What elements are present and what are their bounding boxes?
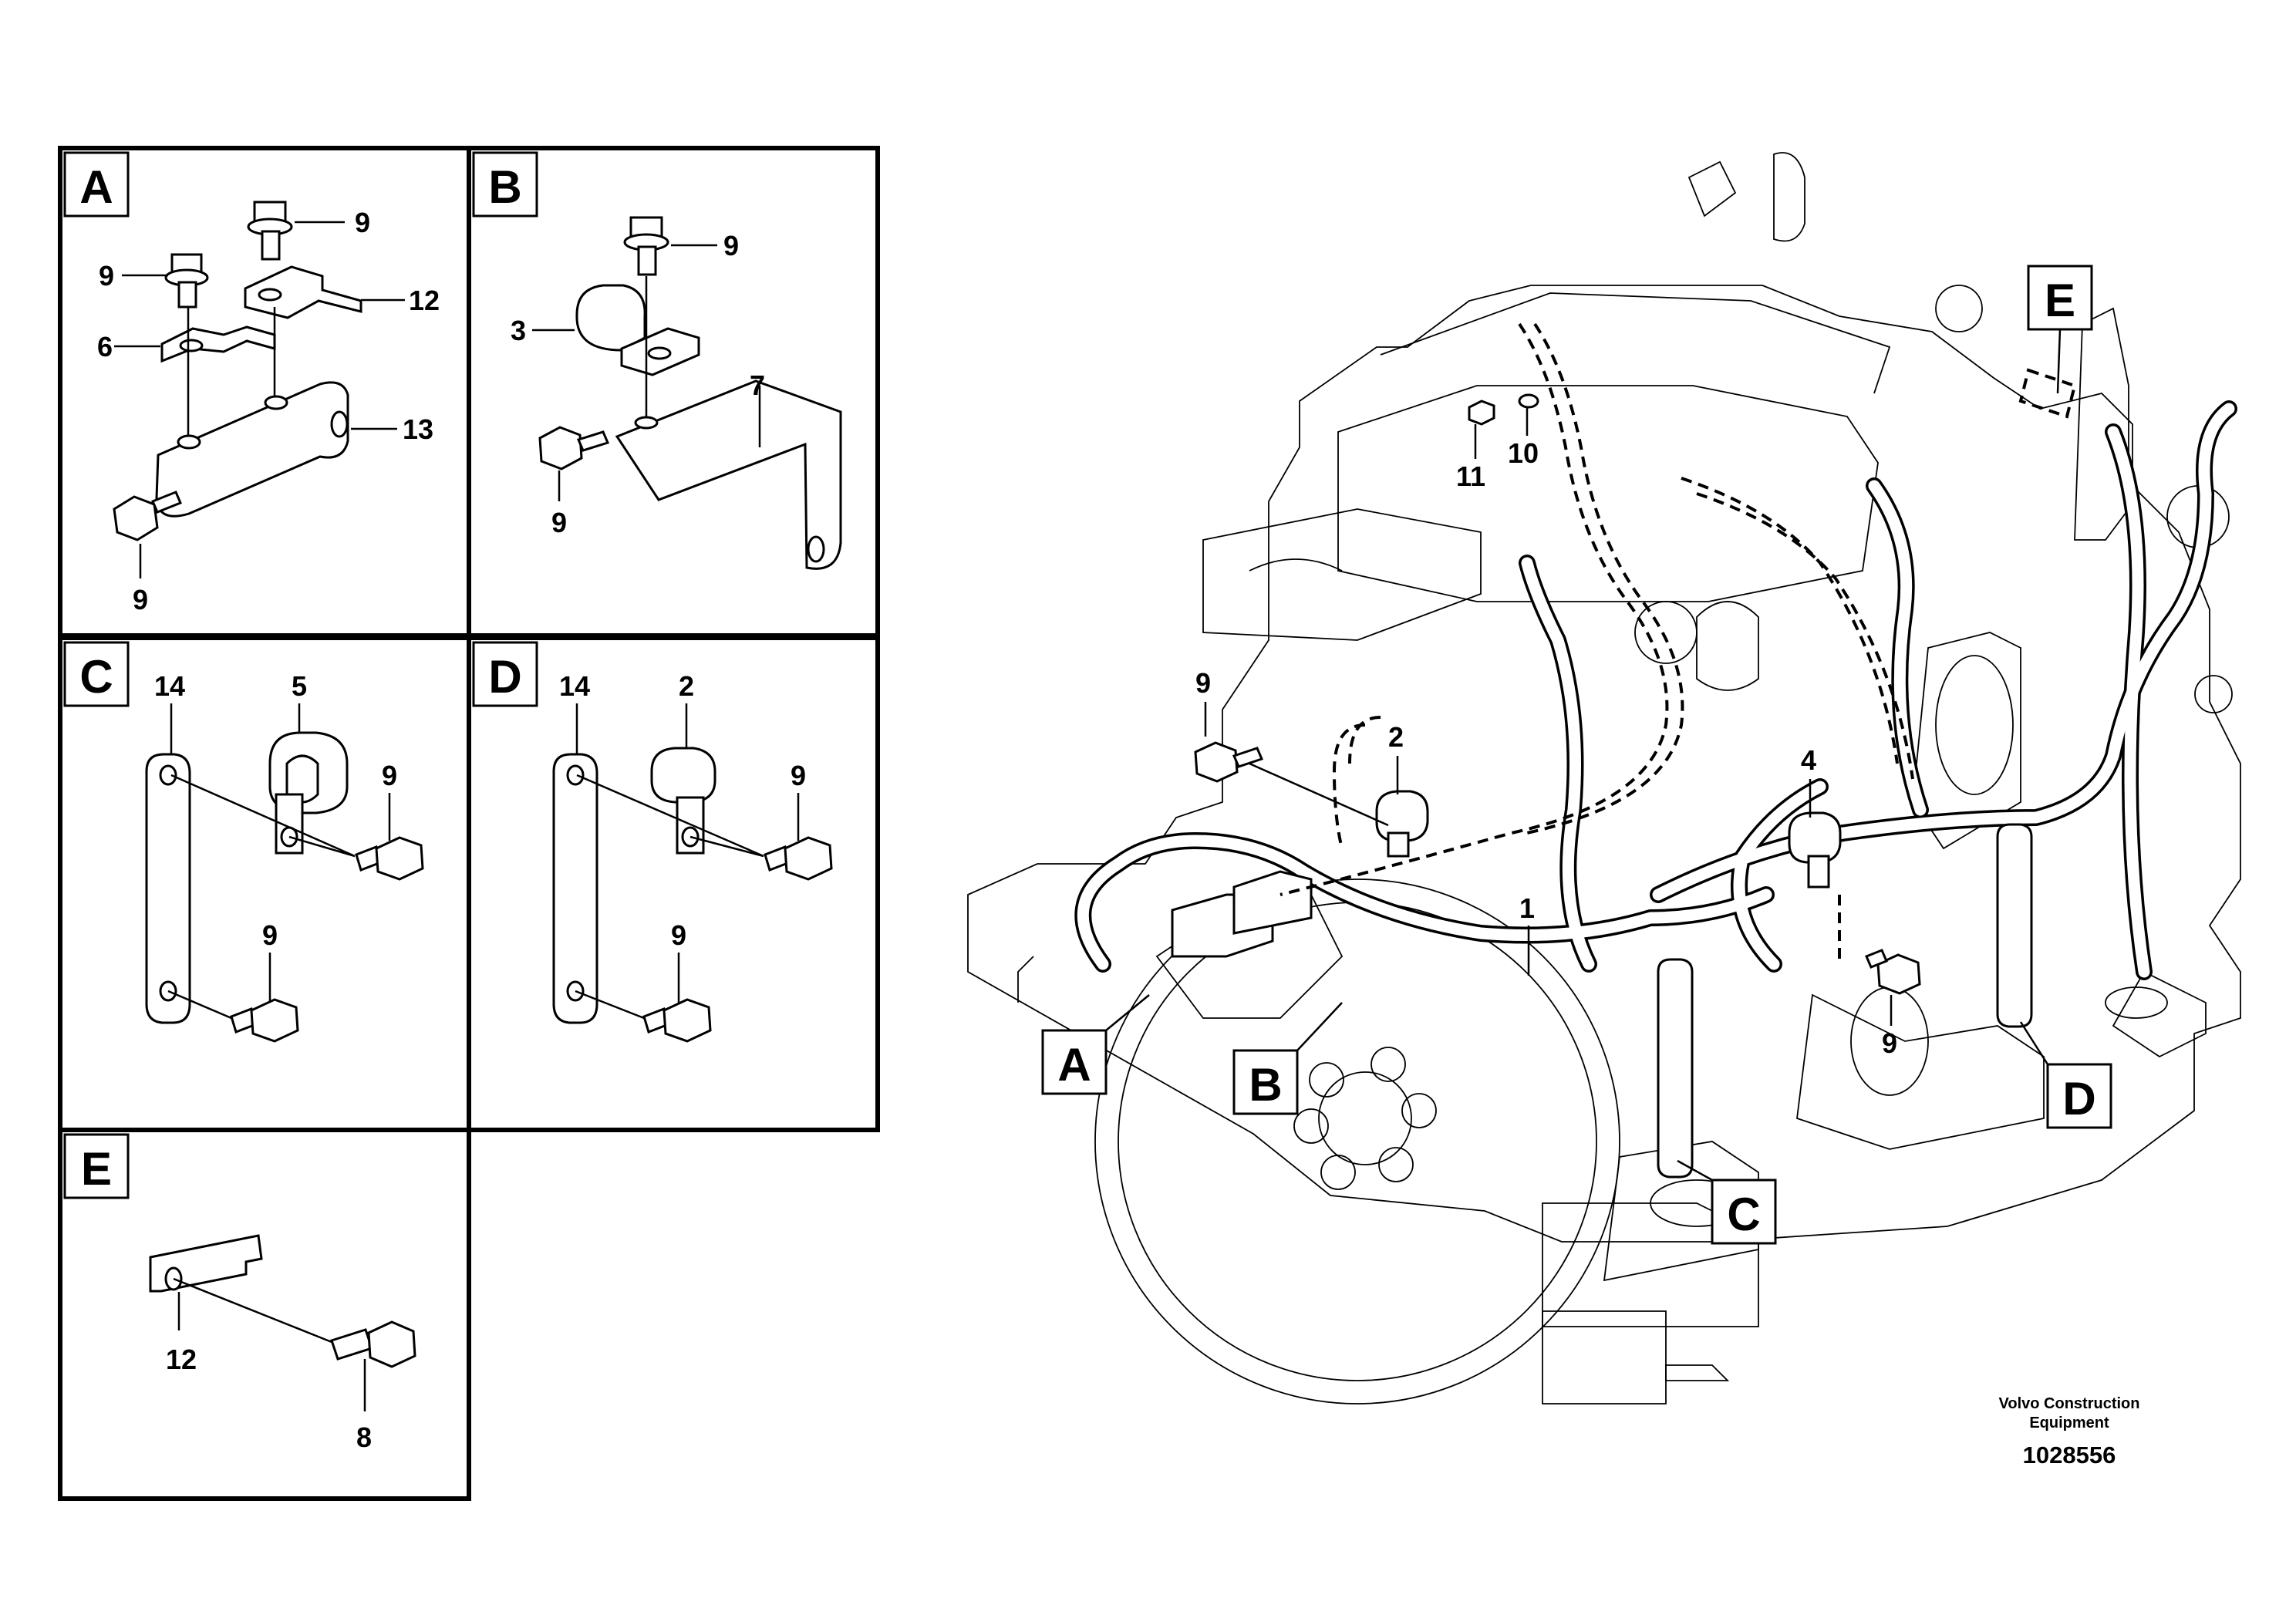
panel-a-letter: A	[79, 161, 113, 213]
panel-b-letter: B	[488, 161, 521, 213]
main-callout: 9	[1195, 667, 1211, 699]
panel-c-callout: 5	[292, 670, 307, 702]
panel-d-callout: 9	[671, 919, 686, 951]
hidden-harness-runs	[1279, 322, 2077, 964]
panel-a-callout: 9	[355, 207, 370, 238]
main-callout: 2	[1388, 721, 1404, 753]
panel-d-callout: 2	[679, 670, 694, 702]
main-callout: 4	[1801, 744, 1816, 776]
detail-label-b: B	[1232, 1002, 1343, 1115]
panel-e-callout: 8	[356, 1421, 372, 1453]
panel-b-callout: 9	[551, 507, 567, 538]
washer-icon	[1518, 393, 1539, 409]
panel-a-callout: 13	[403, 413, 433, 445]
bolt-icon	[623, 216, 669, 276]
panel-b-callout: 7	[750, 369, 765, 401]
panel-b: B 9 3 7 9	[467, 146, 880, 638]
panel-d-letter: D	[488, 651, 521, 703]
clamp-3-part	[575, 284, 700, 376]
detail-label-d: D	[2019, 1021, 2112, 1129]
main-callout: 11	[1456, 460, 1485, 492]
bolt-icon	[164, 253, 209, 309]
panel-d-callout: 14	[559, 670, 590, 702]
clamp-2-part	[1375, 790, 1429, 858]
panel-d-callout: 9	[791, 760, 806, 791]
svg-text:E: E	[2045, 275, 2075, 326]
clamp-2-part	[650, 747, 716, 855]
strap-14-part	[1996, 823, 2033, 1028]
brand-line-2: Equipment	[2029, 1415, 2109, 1431]
bracket-6-part	[160, 325, 276, 363]
bolt-icon	[355, 836, 424, 881]
bolt-icon	[330, 1320, 416, 1368]
drawing-number: 1028556	[2023, 1442, 2116, 1469]
svg-text:B: B	[1249, 1059, 1282, 1111]
svg-text:D: D	[2062, 1073, 2095, 1125]
panel-e: E 12 8	[58, 1128, 471, 1501]
engine-view: A B C D E 9 2 11 10	[967, 152, 2241, 1469]
strap-14-part	[145, 753, 191, 1024]
panel-e-letter: E	[81, 1143, 112, 1195]
detail-label-a: A	[1041, 994, 1150, 1095]
panel-a-callout: 9	[99, 260, 114, 292]
svg-text:A: A	[1057, 1039, 1091, 1091]
engine-block	[967, 152, 2241, 1404]
panel-a-callout: 9	[133, 584, 148, 615]
panel-c-callout: 14	[154, 670, 185, 702]
main-callout: 9	[1882, 1027, 1897, 1059]
panel-c-callout: 9	[262, 919, 278, 951]
clamp-4-part	[1788, 811, 1842, 889]
nut-icon	[1468, 400, 1495, 426]
strap-14-part	[552, 753, 598, 1024]
panel-c-letter: C	[79, 651, 113, 703]
panel-c-callout: 9	[382, 760, 397, 791]
bracket-12-part	[244, 265, 362, 319]
main-callout: 1	[1519, 892, 1535, 924]
bolt-icon	[1865, 949, 1921, 995]
bracket-7-part	[615, 379, 842, 570]
strap-14-part	[1657, 958, 1694, 1179]
panel-e-callout: 12	[166, 1344, 197, 1375]
panel-d: D 14 2 9 9	[467, 636, 880, 1132]
detail-label-e: E	[2027, 265, 2093, 394]
svg-text:C: C	[1727, 1189, 1760, 1240]
brand-line-1: Volvo Construction	[1999, 1395, 2140, 1412]
panel-b-callout: 9	[723, 230, 739, 261]
panel-a: A 9 9 12 6 13	[58, 146, 471, 638]
bar-13-part	[155, 381, 349, 518]
detail-label-c: C	[1677, 1159, 1777, 1245]
panel-a-callout: 6	[97, 331, 113, 363]
bolt-icon	[764, 836, 833, 881]
panel-b-callout: 3	[511, 315, 526, 346]
bolt-icon	[1194, 741, 1264, 783]
bolt-icon	[113, 491, 182, 541]
bolt-icon	[538, 426, 610, 470]
wiring-harness-1	[1074, 400, 2237, 980]
bolt-icon	[230, 998, 299, 1043]
bolt-icon	[247, 201, 293, 261]
flywheel	[1094, 878, 1620, 1404]
main-callout: 10	[1508, 437, 1539, 469]
bolt-icon	[642, 998, 712, 1043]
panel-c: C 14 5 9 9	[58, 636, 471, 1132]
panel-a-callout: 12	[409, 285, 440, 316]
